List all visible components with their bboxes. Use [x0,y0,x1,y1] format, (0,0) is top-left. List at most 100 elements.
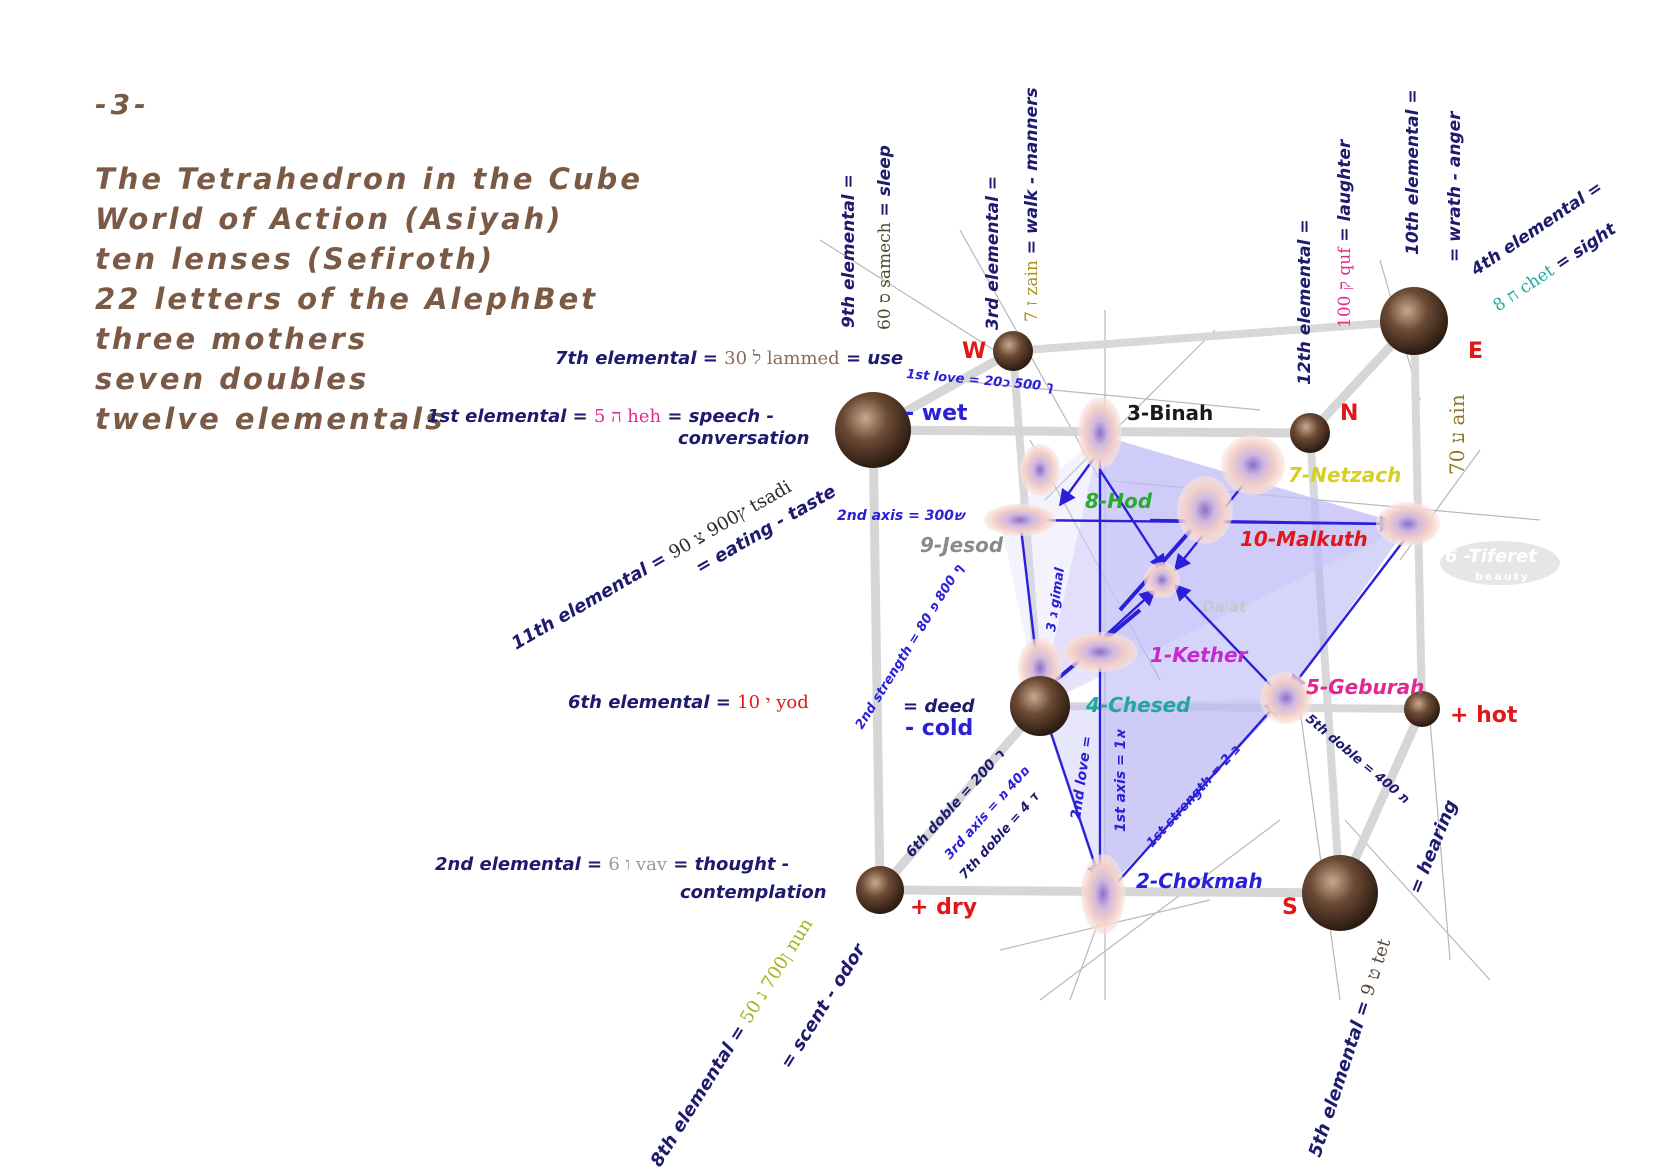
elemental-7: 7th elemental = ל 30 lammed = use [555,348,903,369]
lens-jesod [984,504,1056,536]
tiferet-badge [1440,541,1560,585]
lenses [984,397,1560,934]
vertex-north [1290,413,1330,453]
elemental-4: 4th elemental = [1467,178,1607,281]
elemental-6: 6th elemental = י 10 yod [568,692,809,713]
lens-kether [1062,632,1138,672]
tetra-face [1040,698,1286,894]
elemental-1-meaning: = speech - [661,406,774,427]
vertex-wet [835,392,911,468]
label-malkuth: 10-Malkuth [1240,527,1368,551]
direction-north: N [1340,401,1358,426]
direction-south: S [1282,895,1298,920]
elemental-8-label: 8th elemental = [646,1016,753,1169]
elemental-5-letter: ט 9 tet [1357,935,1395,998]
elemental-9-letter: ס 60 samech [875,222,895,330]
elemental-12-letter: ק 100 quf [1335,246,1355,328]
path-hod-daat [1098,469,1167,572]
guide-line [819,239,1011,361]
elemental-1: 1st elemental = ה 5 heh = speech - [427,406,774,427]
elemental-11-label: 11th elemental = [508,545,676,654]
label-daat: Da'at [1202,598,1247,616]
cube-vertices [835,287,1448,931]
title-line-4: 22 letters of the AlephBet [95,282,599,316]
elemental-4-meaning: = sight [1547,219,1621,278]
hearing-label: = hearing [1405,797,1462,897]
elemental-3-label: 3rd elemental = [983,176,1003,330]
elemental-9-meaning: = sleep [875,145,895,222]
vertex-south [1302,855,1378,931]
lens-netzach [1221,435,1285,495]
elemental-7-label: 7th elemental = [555,348,724,369]
elemental-12: 12th elemental = [1295,219,1315,385]
elemental-3-b: ז 7 zain = walk - manners [1022,87,1042,322]
guide-line [1344,819,1491,981]
path-label-second-axis: 2nd axis = ש300 [837,508,966,524]
elemental-2: 2nd elemental = ו 6 vav = thought - [435,854,789,875]
guide-line [949,379,1261,411]
label-chokmah: 2-Chokmah [1136,869,1263,893]
label-kether: 1-Kether [1150,643,1249,667]
label-binah: 3-Binah [1127,401,1213,425]
label-tiferet: 6 -Tiferet [1445,546,1538,567]
lens-geburah [1260,672,1312,724]
elemental-11: 11th elemental = ץ900 צ 90 tsadi [508,476,795,654]
cube-edge [1009,317,1418,355]
vertex-cold [1010,676,1070,736]
guide-line [1429,719,1451,961]
vertex-east [1380,287,1448,355]
direction-east: E [1468,339,1483,364]
label-netzach: 7-Netzach [1288,463,1401,487]
quality-dry: + dry [910,895,977,920]
cube-edge [868,425,885,895]
title-line-3: ten lenses (Sefiroth) [95,242,496,276]
lens-malkuth [1177,476,1233,544]
path-geburah-daat [1173,583,1281,696]
elemental-12-meaning: = laughter [1335,138,1355,247]
elemental-9-b: ס 60 samech = sleep [875,145,895,330]
elemental-3-letter: ז 7 zain [1022,260,1042,322]
label-geburah: 5-Geburah [1306,675,1424,699]
title-line-6: seven doubles [95,362,370,396]
label-chesed: 4-Chesed [1085,693,1191,717]
elemental-7-meaning: = use [840,348,903,369]
cube-edge [875,701,1045,895]
label-tiferet-sub: beauty [1475,570,1530,583]
path-tiferet-geburah [1288,534,1409,692]
elemental-10-meaning: = wrath - anger [1445,110,1465,262]
quality-hot: + hot [1450,703,1518,728]
vertex-west [993,331,1033,371]
title-line-7: twelve elementals [95,402,446,436]
guide-line [1044,329,1216,501]
elemental-1-cont: conversation [678,428,809,449]
elemental-2-letter: ו 6 vav [608,854,667,875]
elemental-2-label: 2nd elemental = [435,854,608,875]
elemental-4-letter: ח 8 chet [1490,261,1559,316]
elemental-1-label: 1st elemental = [427,406,594,427]
elemental-12-b: ק 100 quf = laughter [1335,138,1355,328]
tetra-face [1100,435,1408,894]
title-line-2: World of Action (Asiyah) [95,202,564,236]
quality-cold: - cold [905,716,973,741]
lens-tiferet [1376,502,1440,546]
elemental-10: 10th elemental = [1403,89,1423,255]
quality-wet: - wet [905,401,968,426]
lens-binah [1078,397,1122,469]
elemental-12-label: 12th elemental = [1295,219,1315,385]
elemental-6-letter: י 10 yod [737,692,809,713]
elemental-8-letter: ן700 נ 50 nun [736,914,817,1027]
vertex-dry [856,866,904,914]
path-label-first-axis: 1st axis = א1 [1113,729,1129,832]
elemental-9-label: 9th elemental = [839,174,859,328]
ain-letter: ע 70 ain [1445,394,1469,475]
vertex-hot [1404,691,1440,727]
elemental-6-label: 6th elemental = [568,692,737,713]
elemental-9: 9th elemental = [839,174,859,328]
lens-chokmah [1081,854,1125,934]
label-hod: 8-Hod [1085,489,1153,513]
tetra-face [1040,435,1408,706]
path-first-strength [1114,698,1282,886]
tetrahedron [1000,435,1408,894]
elemental-2-meaning: = thought - [667,854,789,875]
